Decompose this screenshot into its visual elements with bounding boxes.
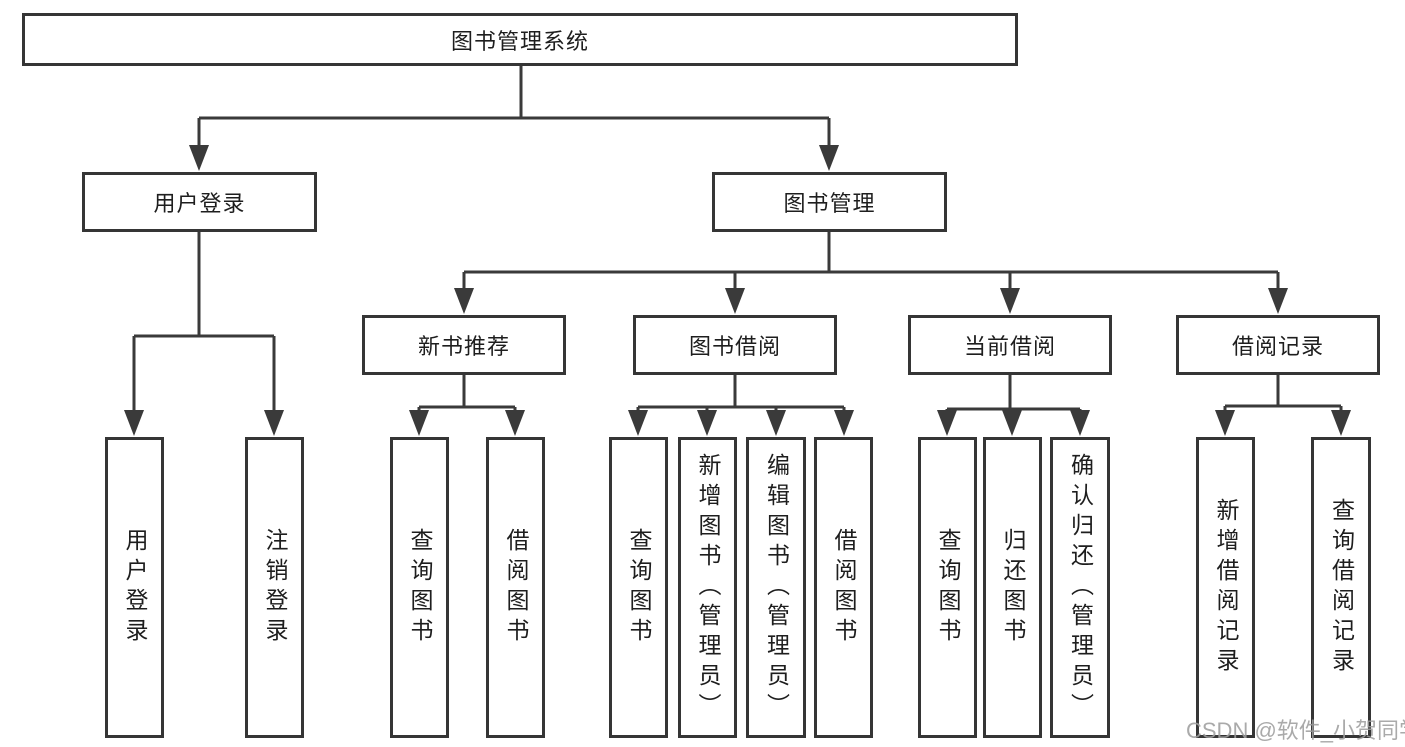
- leaf-label: 归还图书: [1000, 527, 1026, 648]
- leaf-confirm-return-admin: 确认归还（管理员）: [1050, 437, 1110, 738]
- leaf-label: 借阅图书: [831, 527, 857, 648]
- leaf-label: 借阅图书: [503, 527, 529, 648]
- node-user-login: 用户登录: [82, 172, 317, 232]
- leaf-label: 查询图书: [626, 527, 652, 648]
- leaf-label: 查询借阅记录: [1328, 497, 1355, 678]
- leaf-label: 注销登录: [262, 527, 288, 648]
- leaf-add-books-admin: 新增图书（管理员）: [678, 437, 737, 738]
- leaf-add-borrow-record: 新增借阅记录: [1196, 437, 1255, 738]
- leaf-label: 查询图书: [935, 527, 961, 648]
- node-book-management: 图书管理: [712, 172, 947, 232]
- leaf-label: 确认归还（管理员）: [1067, 452, 1094, 723]
- node-borrowing-records: 借阅记录: [1176, 315, 1380, 375]
- leaf-query-books-borrowing: 查询图书: [609, 437, 668, 738]
- node-current-borrowing: 当前借阅: [908, 315, 1112, 375]
- leaf-label: 查询图书: [407, 527, 433, 648]
- csdn-watermark: CSDN @软件_小贺同学: [1186, 718, 1405, 743]
- leaf-borrow-books-recommend: 借阅图书: [486, 437, 545, 738]
- leaf-label: 新增图书（管理员）: [695, 452, 721, 723]
- leaf-user-login: 用户登录: [105, 437, 164, 738]
- leaf-query-borrow-record: 查询借阅记录: [1311, 437, 1371, 738]
- leaf-label: 新增借阅记录: [1213, 497, 1239, 678]
- leaf-label: 用户登录: [122, 527, 148, 648]
- leaf-query-books-recommend: 查询图书: [390, 437, 449, 738]
- leaf-edit-books-admin: 编辑图书（管理员）: [746, 437, 806, 738]
- leaf-logout: 注销登录: [245, 437, 304, 738]
- leaf-label: 编辑图书（管理员）: [763, 452, 790, 723]
- node-root-library-system: 图书管理系统: [22, 13, 1018, 66]
- leaf-return-books: 归还图书: [983, 437, 1042, 738]
- leaf-borrow-books-borrowing: 借阅图书: [814, 437, 873, 738]
- node-new-book-recommend: 新书推荐: [362, 315, 566, 375]
- node-book-borrowing: 图书借阅: [633, 315, 837, 375]
- leaf-query-books-current: 查询图书: [918, 437, 977, 738]
